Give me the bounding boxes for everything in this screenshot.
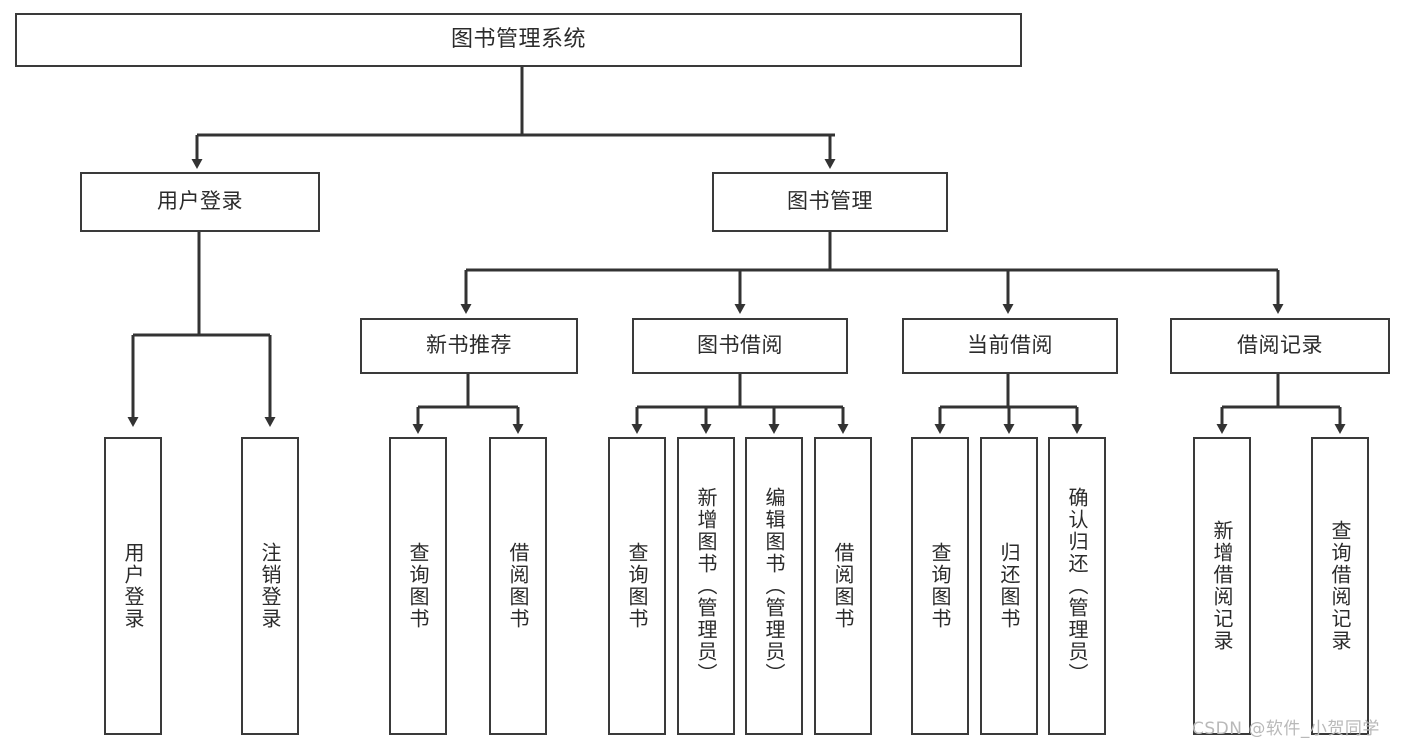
leaf-new-book-borrow[interactable]: 借阅图书 bbox=[489, 437, 547, 735]
node-label: 查询借阅记录 bbox=[1328, 520, 1352, 652]
node-root-book-management-system[interactable]: 图书管理系统 bbox=[15, 13, 1022, 67]
node-label: 新书推荐 bbox=[426, 333, 512, 358]
node-label: 图书管理系统 bbox=[450, 26, 586, 52]
leaf-new-book-query[interactable]: 查询图书 bbox=[389, 437, 447, 735]
node-label: 新增图书（管理员） bbox=[694, 487, 718, 685]
node-label: 归还图书 bbox=[997, 542, 1021, 630]
leaf-borrow-record-add[interactable]: 新增借阅记录 bbox=[1193, 437, 1251, 735]
node-current-borrow[interactable]: 当前借阅 bbox=[902, 318, 1118, 374]
node-user-login[interactable]: 用户登录 bbox=[80, 172, 320, 232]
node-label: 查询图书 bbox=[928, 542, 952, 630]
leaf-book-borrow-add[interactable]: 新增图书（管理员） bbox=[677, 437, 735, 735]
leaf-borrow-record-query[interactable]: 查询借阅记录 bbox=[1311, 437, 1369, 735]
node-label: 编辑图书（管理员） bbox=[762, 487, 786, 685]
node-label: 确认归还（管理员） bbox=[1065, 487, 1089, 685]
leaf-book-borrow-borrow[interactable]: 借阅图书 bbox=[814, 437, 872, 735]
node-new-book-recommend[interactable]: 新书推荐 bbox=[360, 318, 578, 374]
node-label: 查询图书 bbox=[406, 542, 430, 630]
node-label: 图书借阅 bbox=[697, 333, 783, 358]
node-book-borrow[interactable]: 图书借阅 bbox=[632, 318, 848, 374]
node-label: 当前借阅 bbox=[967, 333, 1053, 358]
leaf-book-borrow-query[interactable]: 查询图书 bbox=[608, 437, 666, 735]
node-label: 借阅图书 bbox=[831, 542, 855, 630]
leaf-user-login-logout[interactable]: 注销登录 bbox=[241, 437, 299, 735]
leaf-current-borrow-return[interactable]: 归还图书 bbox=[980, 437, 1038, 735]
leaf-current-borrow-query[interactable]: 查询图书 bbox=[911, 437, 969, 735]
leaf-user-login-login[interactable]: 用户登录 bbox=[104, 437, 162, 735]
node-label: 用户登录 bbox=[121, 542, 145, 630]
node-label: 图书管理 bbox=[787, 189, 873, 214]
leaf-book-borrow-edit[interactable]: 编辑图书（管理员） bbox=[745, 437, 803, 735]
node-label: 借阅图书 bbox=[506, 542, 530, 630]
node-book-management[interactable]: 图书管理 bbox=[712, 172, 948, 232]
node-label: 借阅记录 bbox=[1237, 333, 1323, 358]
node-label: 新增借阅记录 bbox=[1210, 520, 1234, 652]
node-label: 注销登录 bbox=[258, 542, 282, 630]
leaf-current-borrow-confirm-return[interactable]: 确认归还（管理员） bbox=[1048, 437, 1106, 735]
node-label: 用户登录 bbox=[157, 189, 243, 214]
node-borrow-record[interactable]: 借阅记录 bbox=[1170, 318, 1390, 374]
node-label: 查询图书 bbox=[625, 542, 649, 630]
